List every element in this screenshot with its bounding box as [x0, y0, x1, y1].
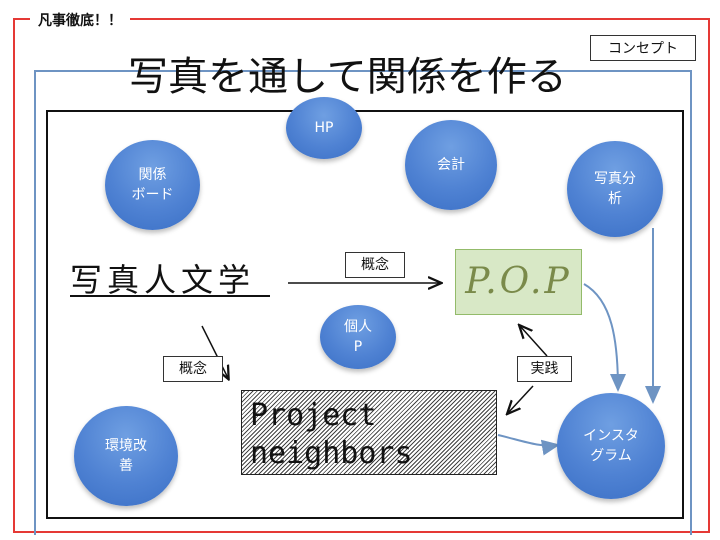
arrow-practice-up: [520, 326, 548, 357]
diagram-area: [46, 110, 684, 519]
accounting-node: 会計: [405, 120, 497, 210]
practice-label: 実践: [517, 356, 572, 382]
page-title: 写真を通して関係を作る: [128, 54, 567, 100]
photo-humanities-underline: [70, 295, 270, 297]
arrow-practice-down: [508, 385, 534, 413]
personal-p-node: 個人 P: [320, 305, 396, 369]
relation-board-node: 関係 ボード: [105, 140, 200, 230]
concept-label-left: 概念: [163, 356, 223, 382]
frame-label: 凡事徹底！！: [30, 10, 130, 30]
arrow-pop-to-instagram: [583, 283, 626, 392]
pop-box: P.O.P: [455, 249, 582, 315]
outer-red-frame: [13, 18, 710, 533]
arrow-text-to-project: [201, 325, 228, 378]
instagram-node: インスタ グラム: [557, 393, 665, 499]
photo-humanities-text: 写真人文学: [70, 261, 256, 299]
project-neighbors-text: Project neighbors: [250, 398, 413, 471]
concept-label-top: 概念: [345, 252, 405, 278]
arrow-project-to-instagram: [497, 434, 560, 456]
hp-node: HP: [286, 97, 362, 159]
blue-frame: [34, 70, 692, 535]
environment-node: 環境改 善: [74, 406, 178, 506]
photo-analysis-node: 写真分 析: [567, 141, 663, 237]
project-neighbors-box: Project neighbors: [241, 390, 497, 475]
concept-tag: コンセプト: [590, 35, 696, 61]
